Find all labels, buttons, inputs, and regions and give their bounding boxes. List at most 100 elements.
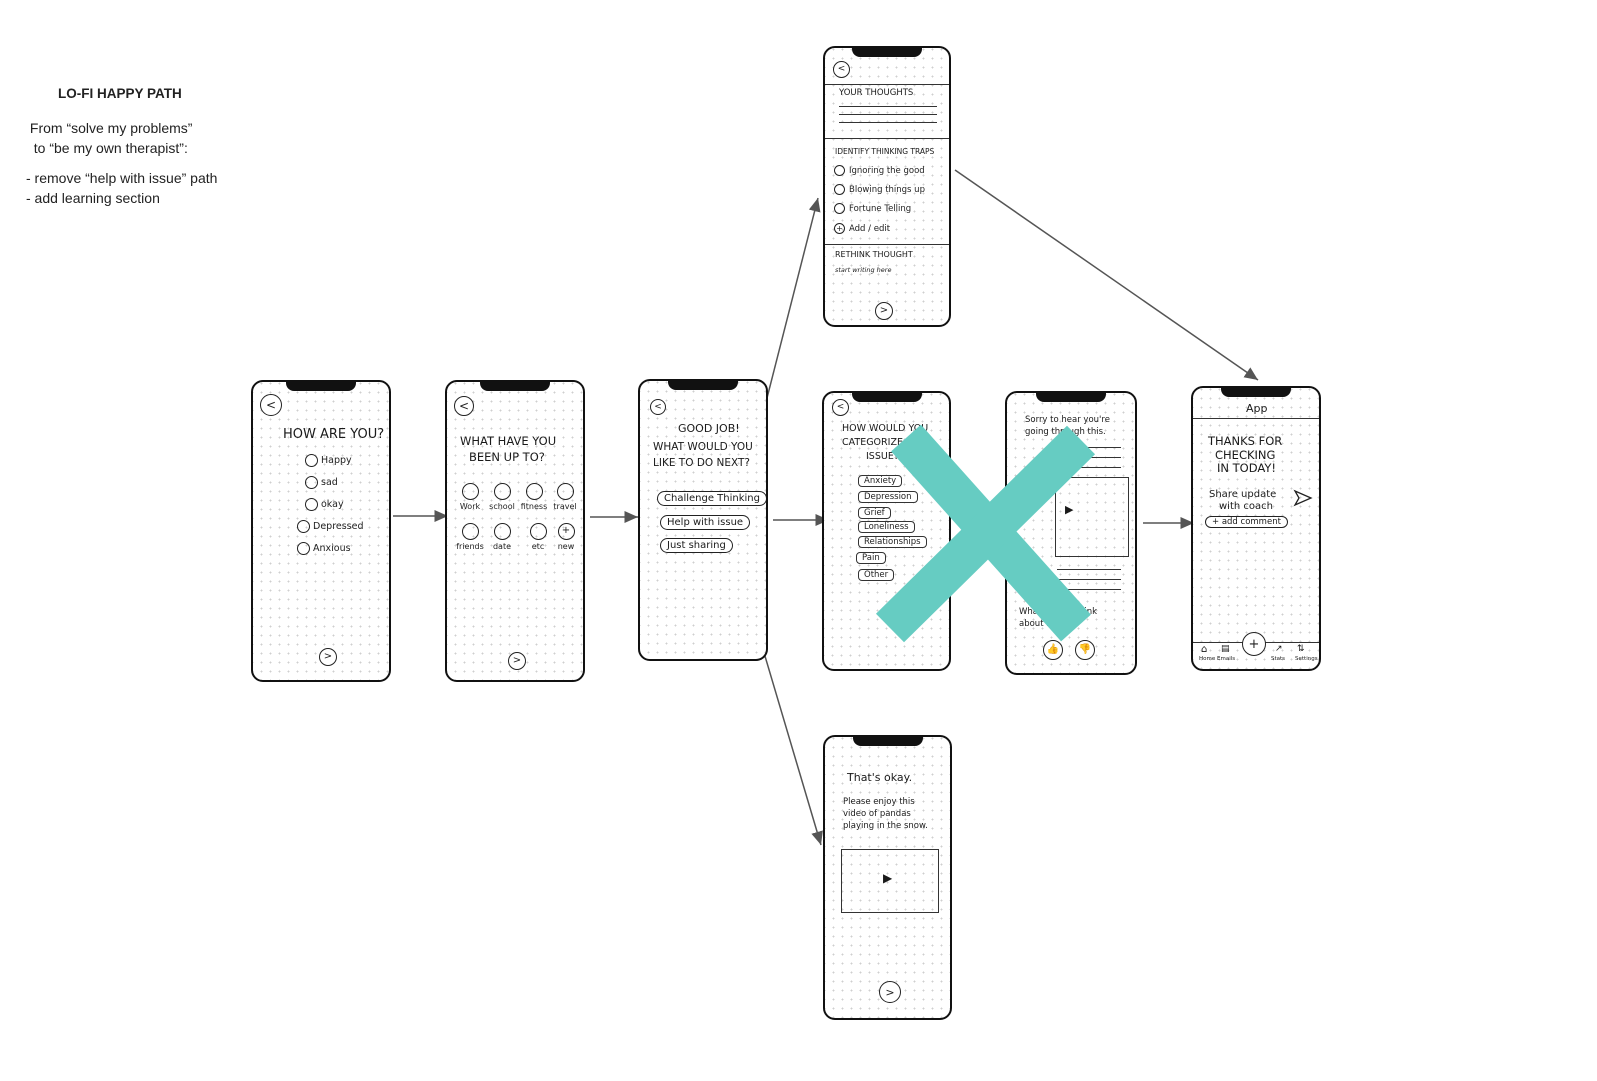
activity-circle-icon [461,523,479,540]
body-line: Please enjoy this [843,797,915,807]
option-just-sharing[interactable]: Just sharing [660,538,733,553]
message-line: about ... [1019,619,1055,629]
body-line: video of pandas [843,809,911,819]
play-icon[interactable]: ▶ [883,871,893,885]
video-player[interactable] [1055,477,1129,557]
activity-date[interactable]: date [485,523,519,551]
category-tag[interactable]: Anxiety [858,475,903,487]
trap-add-edit[interactable]: +Add / edit [834,223,890,234]
trap-option[interactable]: Blowing things up [834,184,925,195]
document-icon: ▤ [1221,644,1230,654]
option-challenge-thinking[interactable]: Challenge Thinking [657,491,766,506]
activity-etc[interactable]: etc [521,523,555,551]
happy-face-icon [305,454,318,467]
nav-emails[interactable]: Emails [1217,656,1236,662]
next-button[interactable]: > [508,652,526,670]
play-icon[interactable]: ▶ [1065,503,1074,516]
phone-thoughts: < YOUR THOUGHTS IDENTIFY THINKING TRAPS … [823,46,951,327]
section-title: YOUR THOUGHTS [839,88,914,98]
trap-option[interactable]: Fortune Telling [834,203,911,214]
activity-circle-icon [493,523,511,540]
activity-circle-icon [525,483,543,500]
text-line [839,122,937,123]
text-line [1057,457,1121,458]
screen-title-line: LIKE TO DO NEXT? [653,457,750,469]
rethink-input[interactable]: start writing here [835,266,892,274]
category-tag[interactable]: Pain [856,552,886,564]
mood-option[interactable]: sad [305,476,338,489]
note-line: - add learning section [26,190,160,206]
text-line [839,106,937,107]
back-button[interactable]: < [260,394,282,416]
text-line [1057,467,1121,468]
back-button[interactable]: < [833,61,850,78]
text-line [1057,579,1121,580]
video-player[interactable] [841,849,939,913]
next-button[interactable]: > [879,981,901,1003]
add-comment-button[interactable]: + add comment [1205,516,1288,528]
thumbs-down-icon[interactable]: 👎 [1075,640,1095,660]
back-button[interactable]: < [454,396,474,416]
screen-title-line: THANKS FOR [1208,434,1283,448]
radio-icon [834,165,845,176]
phone-thanks: App THANKS FOR CHECKING IN TODAY! Share … [1191,386,1321,671]
category-tag[interactable]: Grief [858,507,891,519]
option-help-with-issue[interactable]: Help with issue [660,515,751,530]
phone-notch [480,382,550,391]
mood-option[interactable]: Happy [305,454,352,467]
message-line: going through this. [1025,427,1106,437]
share-text: with coach [1219,501,1273,512]
message-line: Sorry to hear you're [1025,415,1110,425]
screen-title-line: IN TODAY! [1217,461,1276,475]
phone-sorry: Sorry to hear you're going through this.… [1005,391,1137,675]
chart-icon: ↗ [1275,644,1283,654]
okay-face-icon [305,498,318,511]
activity-school[interactable]: school [485,483,519,511]
message-line: What do you think [1019,607,1098,617]
next-button[interactable]: > [319,648,337,666]
activity-travel[interactable]: travel [548,483,582,511]
section-title: IDENTIFY THINKING TRAPS [835,147,935,156]
activity-circle-icon [493,483,511,500]
divider [825,244,949,245]
phone-how-are-you: < HOW ARE YOU? Happy sad okay Depressed … [251,380,391,682]
text-line [1057,447,1121,448]
category-tag[interactable]: Relationships [858,536,927,548]
nav-home[interactable]: Home [1199,656,1216,662]
home-icon: ⌂ [1201,644,1208,655]
nav-settings[interactable]: Settings [1295,656,1318,662]
back-button[interactable]: < [832,399,849,416]
mood-option[interactable]: Anxious [297,542,351,555]
mood-option[interactable]: Depressed [297,520,364,533]
nav-stats[interactable]: Stats [1271,656,1286,662]
screen-title: HOW ARE YOU? [283,427,385,442]
screen-title: That's okay. [847,771,913,784]
category-tag[interactable]: Loneliness [858,521,915,533]
send-icon[interactable] [1293,488,1313,508]
next-button[interactable]: > [875,302,893,320]
add-button[interactable]: + [1242,632,1266,656]
thumbs-up-icon[interactable]: 👍 [1043,640,1063,660]
phone-notch [852,48,922,57]
activity-new[interactable]: +new [557,523,575,551]
activity-circle-icon [529,523,547,540]
screen-title-line: CHECKING [1215,448,1276,462]
category-tag[interactable]: Depression [858,491,918,503]
trap-option[interactable]: Ignoring the good [834,165,925,176]
note-line: - remove “help with issue” path [26,170,218,186]
back-button[interactable]: < [650,399,666,415]
screen-title-line: ISSUE? [866,451,899,462]
activity-friends[interactable]: friends [453,523,487,551]
screen-title-line: CATEGORIZE THE [842,437,925,448]
text-line [839,114,937,115]
text-line [1057,589,1121,590]
phone-activities: < WHAT HAVE YOU BEEN UP TO? Work school … [445,380,585,682]
category-tag[interactable]: Other [858,569,895,581]
activity-fitness[interactable]: fitness [517,483,551,511]
phone-notch [1036,393,1106,402]
activity-work[interactable]: Work [453,483,487,511]
mood-option[interactable]: okay [305,498,344,511]
activity-circle-icon [556,483,574,500]
text-line [1057,569,1121,570]
